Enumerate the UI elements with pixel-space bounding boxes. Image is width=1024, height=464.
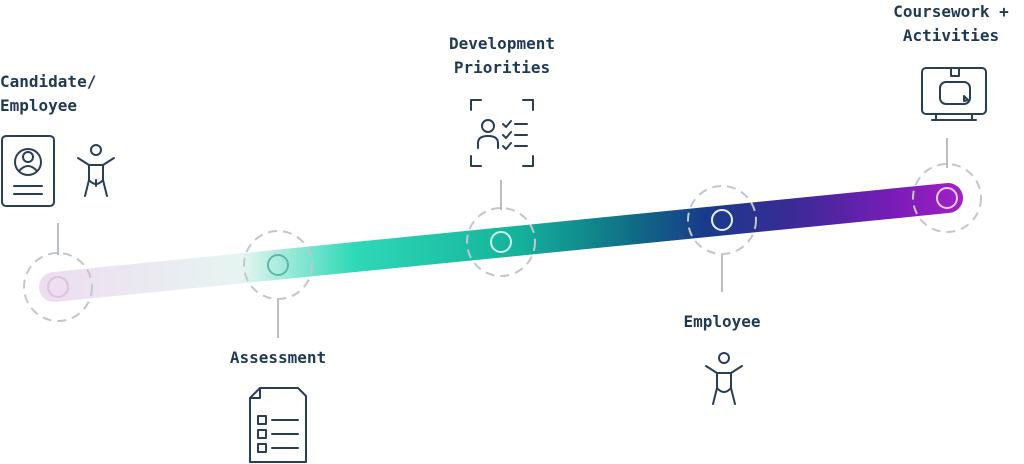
person-icon-employee [705,352,743,405]
label-employee: Employee [683,312,761,331]
node-employee [711,209,733,231]
node-assessment [267,254,289,276]
checklist-document-icon [249,387,307,463]
monitor-icon [921,67,987,121]
person-checklist-icon [470,99,534,167]
ring-candidate [23,252,93,322]
label-coursework-activities: Coursework + Activities [893,2,1009,45]
node-candidate [47,276,69,298]
label-candidate-employee: Candidate/ Employee [0,72,97,115]
label-assessment: Assessment [229,348,327,367]
node-development [490,231,512,253]
progress-bar [39,183,963,302]
stage-rings [23,163,982,322]
id-badge-icon [1,135,55,207]
connector-lines [57,138,948,338]
ring-development [466,207,536,277]
ring-assessment [243,230,313,300]
ring-coursework [912,163,982,233]
node-coursework [936,187,958,209]
label-development-priorities: Development Priorities [449,34,555,77]
person-icon [77,144,115,197]
stage-nodes [47,187,958,298]
ring-employee [687,185,757,255]
